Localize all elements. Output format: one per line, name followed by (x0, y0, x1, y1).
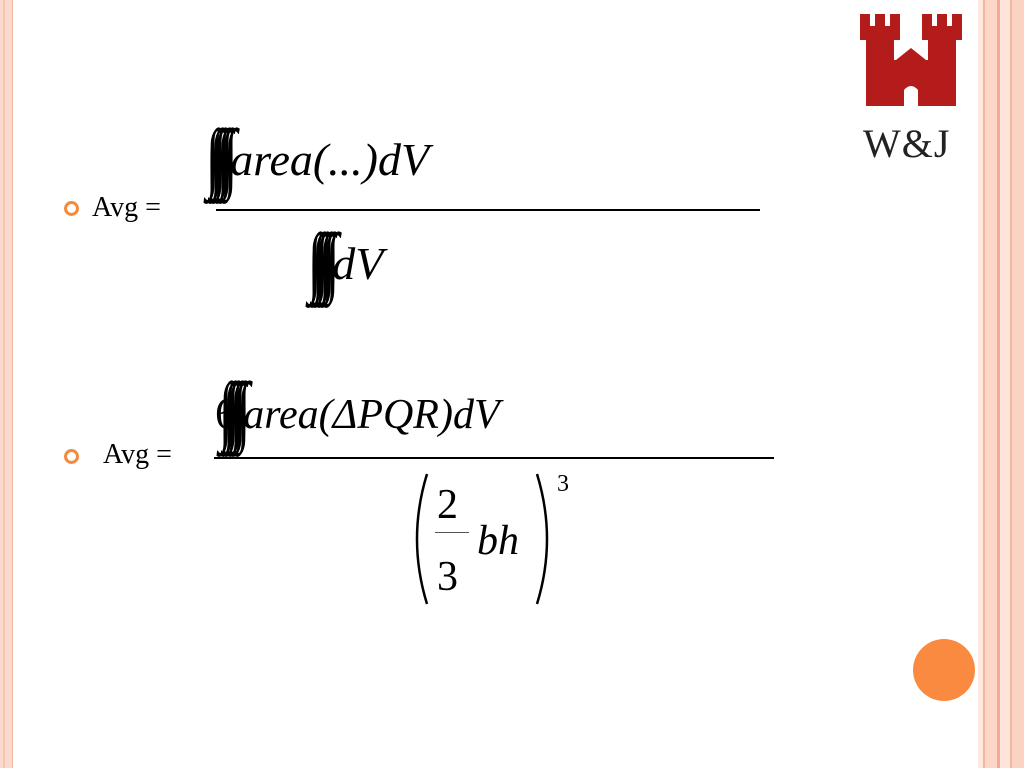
integral-sign-icon: ∫ (318, 217, 333, 304)
left-frame-border (0, 0, 13, 768)
formula1-fraction-bar (216, 209, 760, 211)
formula2-denominator: 2 3 bh 3 (405, 466, 585, 611)
left-paren-icon (415, 473, 429, 605)
integral-sign-icon: ∫ (216, 113, 231, 200)
integral-sign-icon: ∫ (326, 217, 340, 304)
formula2-frac-num: 2 (437, 482, 458, 528)
bullet2-label: Avg = (103, 439, 172, 470)
formula1-numerator: ∫∫∫∫∫∫area(...)dV (206, 113, 430, 200)
formula2-den-vars: bh (477, 518, 519, 564)
integral-sign-icon: ∫ (237, 366, 251, 453)
formula1-numerator-expr: area(...)dV (230, 134, 430, 185)
decorative-circle (913, 639, 975, 701)
integral-sign-icon: ∫ (307, 217, 322, 304)
formula2-numerator: 6∫∫∫∫∫∫area(ΔPQR)dV (215, 371, 500, 451)
integral-sign-icon: ∫ (322, 217, 336, 304)
formula1-denominator: ∫∫∫∫∫∫dV (308, 217, 384, 304)
formula1-denominator-expr: dV (332, 238, 384, 289)
formula2-frac-den: 3 (437, 554, 458, 600)
formula2-exponent: 3 (557, 471, 569, 497)
bullet-icon (64, 201, 79, 216)
integral-sign-icon: ∫ (218, 366, 233, 453)
formula2-coefficient: 6 (215, 389, 237, 438)
integral-sign-icon: ∫ (213, 113, 227, 200)
integral-sign-icon: ∫ (311, 217, 325, 304)
integral-sign-icon: ∫ (226, 366, 240, 453)
formula2-fraction-bar (214, 457, 774, 459)
integral-sign-icon: ∫ (233, 366, 247, 453)
right-frame-border (978, 0, 1024, 768)
formula2-numerator-expr: area(ΔPQR)dV (243, 392, 500, 438)
integral-sign-icon: ∫ (222, 366, 236, 453)
integral-sign-icon: ∫ (205, 113, 220, 200)
bullet-icon (64, 449, 79, 464)
integral-sign-icon: ∫ (229, 366, 244, 453)
integral-sign-icon: ∫ (224, 113, 238, 200)
bullet1-label: Avg = (92, 192, 161, 223)
castle-logo-icon (860, 14, 962, 106)
logo-text: W&J (863, 121, 951, 166)
right-paren-icon (535, 473, 549, 605)
formula2-inner-fraction-bar (435, 532, 469, 533)
integral-sign-icon: ∫ (220, 113, 234, 200)
integral-sign-icon: ∫ (315, 217, 329, 304)
integral-sign-icon: ∫ (209, 113, 223, 200)
